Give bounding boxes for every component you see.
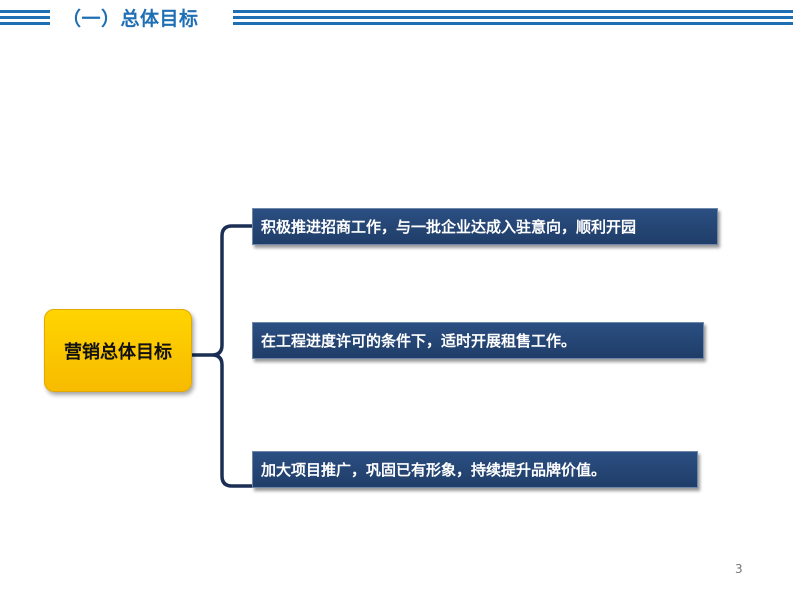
- goal-item-1: 积极推进招商工作，与一批企业达成入驻意向，顺利开园: [252, 208, 718, 245]
- slide-title: （一）总体目标: [62, 8, 199, 30]
- goal-item-text: 在工程进度许可的条件下，适时开展租售工作。: [261, 332, 577, 350]
- goal-item-2: 在工程进度许可的条件下，适时开展租售工作。: [252, 322, 704, 359]
- slide-header: （一）总体目标: [0, 0, 793, 40]
- center-goal-label: 营销总体目标: [64, 341, 172, 363]
- header-stripes-right: [233, 10, 793, 28]
- center-goal-box: 营销总体目标: [44, 309, 192, 392]
- goal-item-text: 积极推进招商工作，与一批企业达成入驻意向，顺利开园: [261, 218, 637, 236]
- goal-item-3: 加大项目推广，巩固已有形象，持续提升品牌价值。: [252, 451, 698, 488]
- page-number: 3: [735, 562, 743, 576]
- header-stripes-left: [0, 10, 50, 28]
- goal-item-text: 加大项目推广，巩固已有形象，持续提升品牌价值。: [261, 461, 607, 479]
